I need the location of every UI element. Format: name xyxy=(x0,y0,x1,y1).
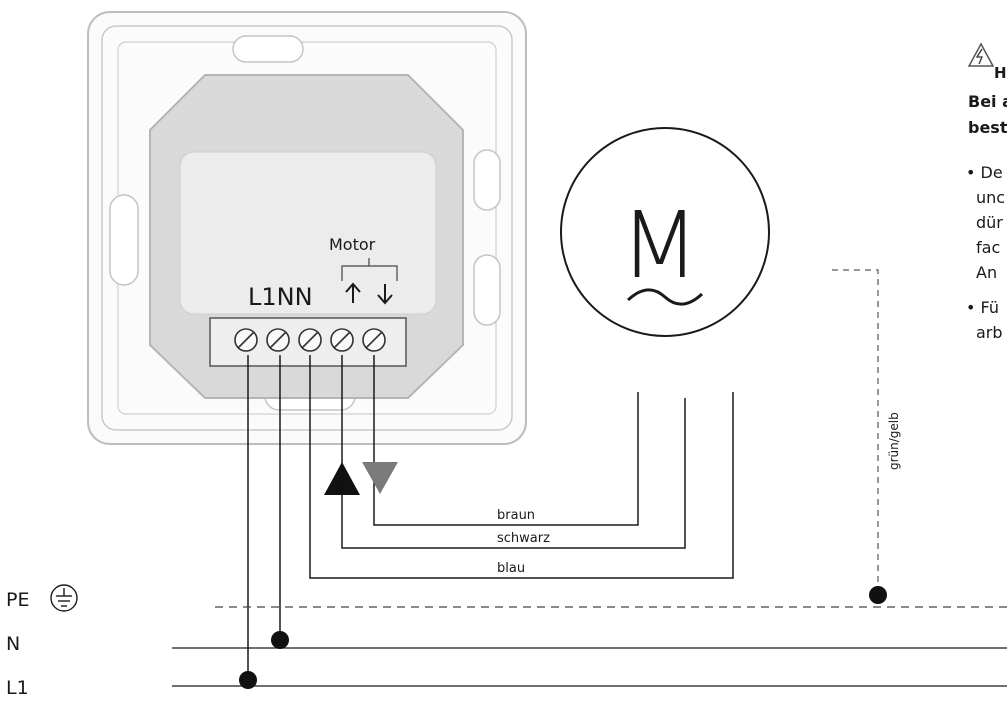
wire-blau xyxy=(309,355,734,579)
wires xyxy=(247,269,879,680)
motor-letter: M xyxy=(620,192,699,299)
note-bullet1-line1: • De xyxy=(966,163,1003,182)
terminal-labels: L1NN xyxy=(248,283,313,311)
terminal-block xyxy=(234,328,386,352)
note-bullet2-line1: • Fü xyxy=(966,298,999,317)
motor-symbol: M xyxy=(560,127,770,337)
frame-slot-right xyxy=(473,149,501,211)
wire-pe xyxy=(832,269,879,595)
wire-braun xyxy=(373,355,639,526)
note-bullet1-line3: dür xyxy=(976,213,1003,232)
rail-label-l1: L1 xyxy=(6,677,29,699)
frame-slot-right-2 xyxy=(473,254,501,326)
note-bold-line1: Bei a xyxy=(968,92,1007,111)
supply-rails xyxy=(172,606,1007,687)
note-bullet2-line2: arb xyxy=(976,323,1003,342)
frame-slot-top xyxy=(232,35,304,63)
arrow-down-icon xyxy=(377,284,393,305)
ac-tilde-icon xyxy=(626,288,704,306)
note-bullet1-line2: unc xyxy=(976,188,1006,207)
junction-n xyxy=(271,631,289,649)
wire-schwarz xyxy=(341,355,686,549)
junction-l1 xyxy=(239,671,257,689)
wire-label-schwarz: schwarz xyxy=(497,531,550,546)
rail-label-pe: PE xyxy=(6,589,29,611)
wire-label-gruen-gelb: grün/gelb xyxy=(887,412,901,470)
rail-label-n: N xyxy=(6,633,20,655)
wire-label-braun: braun xyxy=(497,508,535,523)
triangle-up-icon xyxy=(324,462,360,495)
note-bold-line2: best xyxy=(968,118,1007,137)
motor-label: Motor xyxy=(329,235,376,254)
actuator-module: Motor L1NN xyxy=(149,74,464,399)
triangle-down-icon xyxy=(362,462,398,494)
note-bullet1-line5: An xyxy=(976,263,998,282)
arrow-up-icon xyxy=(345,282,361,303)
ground-icon xyxy=(50,584,78,612)
wire-label-blau: blau xyxy=(497,561,525,576)
junction-pe xyxy=(869,586,887,604)
note-bullet1-line4: fac xyxy=(976,238,1001,257)
warning-icon xyxy=(967,42,995,67)
frame-slot-left xyxy=(109,194,139,286)
note-heading: H xyxy=(994,64,1007,82)
